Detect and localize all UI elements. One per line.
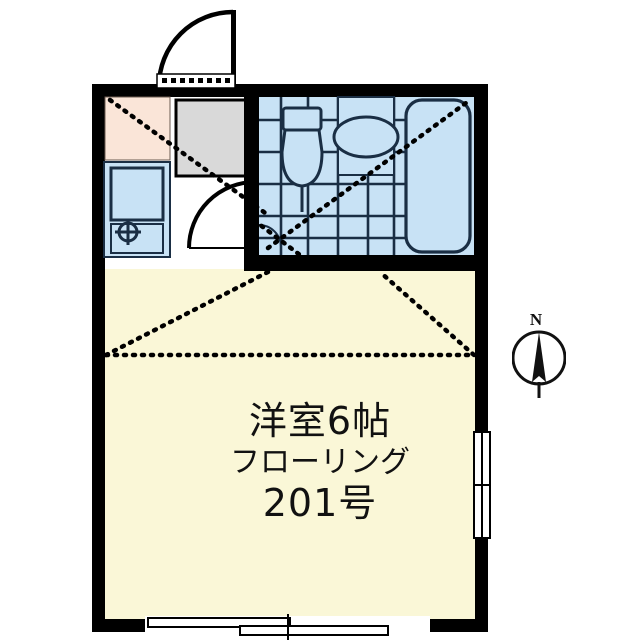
interior-door-leaf [252,180,258,248]
bathtub-fixture [404,98,472,254]
compass-needle-dark [539,332,546,382]
washbasin-fixture [332,96,400,176]
sliding-panel-left [147,617,291,628]
side-window [473,431,491,539]
compass-north-letter: N [529,310,543,329]
entrance-door-leaf [231,10,236,86]
entrance-threshold-dots [162,78,230,83]
kitchen-counter-surface [104,96,171,161]
kitchen-fixtures [103,161,171,258]
toilet-bowl [280,128,324,188]
unit-number-label: 201号 [262,481,378,525]
balcony-sliding-window [145,614,430,640]
loft-outline-dotted [103,97,477,358]
entrance-door-swing-arc [156,9,234,87]
washbasin-bowl [332,115,400,159]
entrance-door [156,9,236,89]
toilet-fixture [280,106,324,212]
bathtub [404,98,472,254]
entrance-threshold [156,73,236,89]
compass-rose [512,330,566,398]
interior-door [187,180,258,249]
toilet-tank [281,106,323,132]
interior-door-swing-arc [187,180,256,249]
compass-needle-light [532,332,539,382]
kitchen-sink [109,166,165,222]
floor-type-label: フローリング [230,445,410,480]
sliding-panel-right [239,625,389,636]
room-name-label: 洋室6帖 [248,399,392,443]
